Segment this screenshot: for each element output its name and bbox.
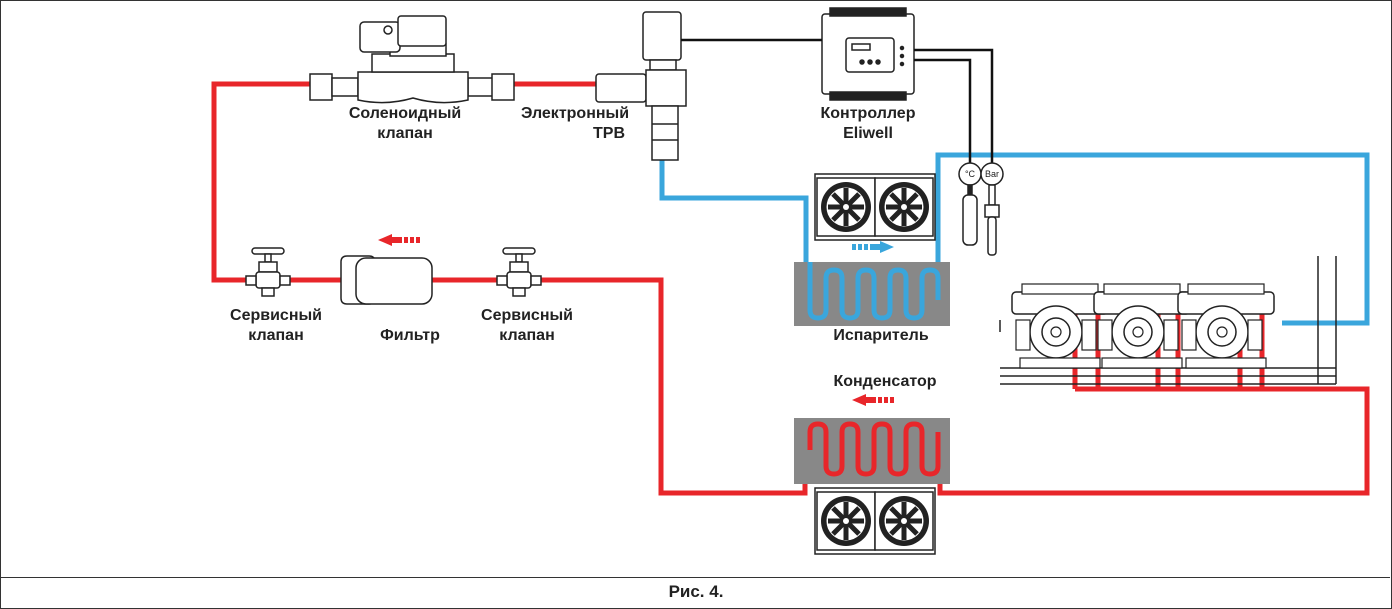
condenser-label: Конденсатор [833, 373, 936, 390]
service-valve-left [245, 247, 291, 297]
electronic-trv [595, 11, 687, 161]
filter-drier [340, 255, 433, 305]
service-valve-right-label-line2: клапан [499, 327, 555, 344]
caption-divider [0, 577, 1390, 578]
filter-label: Фильтр [380, 327, 440, 344]
evaporator-label: Испаритель [833, 327, 928, 344]
evaporator-fans [814, 173, 936, 241]
flow-arrow-condenser [852, 394, 894, 406]
etrv-label-line1: Электронный [521, 105, 629, 122]
solenoid-label-line1: Соленоидный [349, 105, 461, 122]
solenoid-label-line2: клапан [377, 125, 433, 142]
pressure-sensor [980, 162, 1004, 256]
temperature-sensor-label: °C [965, 169, 976, 179]
refrigeration-diagram: °C Bar [211, 7, 1370, 555]
flow-arrow-evaporator [852, 241, 894, 253]
service-valve-right-label-line1: Сервисный [481, 307, 573, 324]
eliwell-controller [821, 7, 915, 101]
service-valve-right [496, 247, 542, 297]
evaporator [794, 262, 950, 326]
suction-line [659, 152, 1370, 326]
condenser [794, 418, 950, 484]
controller-label-line1: Контроллер [821, 105, 916, 122]
flow-arrow-filter [378, 234, 420, 246]
solenoid-valve [309, 15, 515, 104]
condenser-fans [814, 487, 936, 555]
service-valve-left-label-line2: клапан [248, 327, 304, 344]
controller-wiring [681, 38, 994, 163]
etrv-label-line2: ТРВ [593, 125, 625, 142]
figure-caption: Рис. 4. [668, 582, 724, 601]
controller-label-line2: Eliwell [843, 125, 893, 142]
service-valve-left-label-line1: Сервисный [230, 307, 322, 324]
pressure-sensor-label: Bar [985, 169, 999, 179]
